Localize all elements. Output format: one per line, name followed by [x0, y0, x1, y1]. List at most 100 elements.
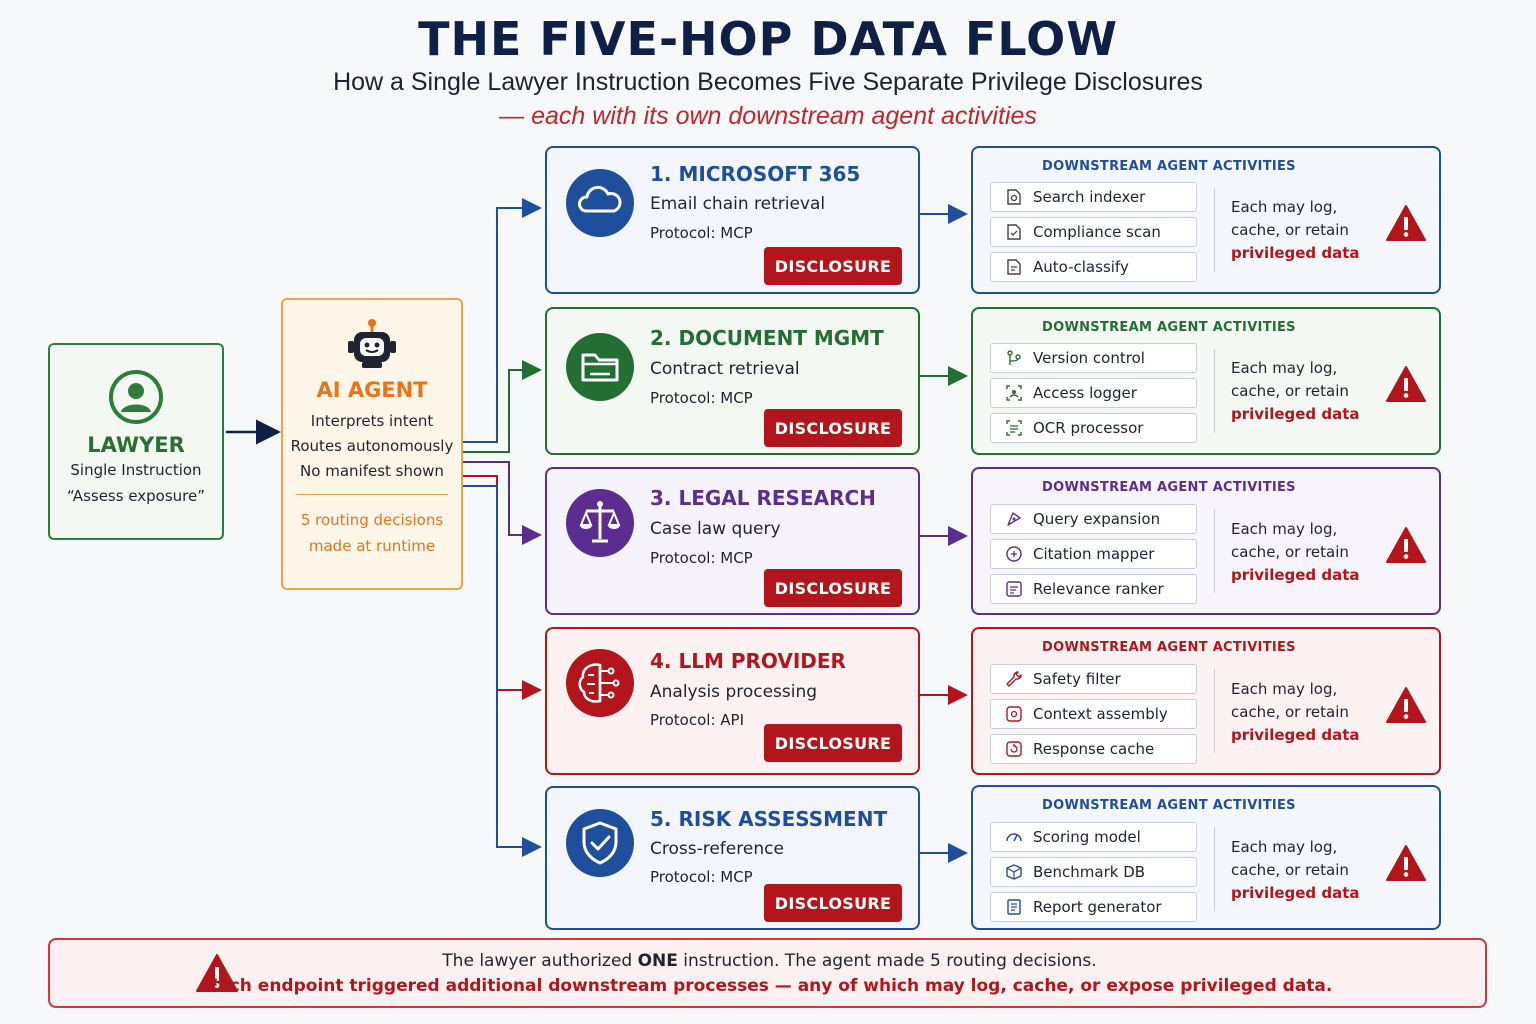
query-icon — [1007, 512, 1021, 526]
downstream-card-3: DOWNSTREAM AGENT ACTIVITIES Query expans… — [971, 467, 1441, 615]
ocr-icon — [1006, 420, 1022, 436]
wrench-icon — [1006, 671, 1022, 687]
downstream-item-label: Compliance scan — [1033, 223, 1161, 241]
assembly-icon — [1006, 706, 1022, 722]
search-doc-icon — [1007, 189, 1021, 205]
scan-icon — [1007, 224, 1021, 240]
summary-line-1: The lawyer authorized ONE instruction. T… — [50, 951, 1489, 971]
note-line-3: privileged data — [1231, 884, 1360, 902]
hop-subtitle: Analysis processing — [650, 682, 818, 702]
summary-line-1-pre: The lawyer authorized — [442, 951, 638, 971]
hop-subtitle: Contract retrieval — [650, 359, 800, 379]
note-line-2: cache, or retain — [1231, 861, 1349, 879]
lawyer-node: LAWYER Single Instruction “Assess exposu… — [48, 343, 224, 540]
hop-subtitle: Email chain retrieval — [650, 194, 826, 214]
hop-protocol: Protocol: MCP — [650, 224, 753, 242]
classify-icon — [1007, 259, 1021, 275]
user-icon — [108, 369, 164, 425]
downstream-item: Scoring model — [990, 822, 1197, 852]
downstream-note: Each may log, cache, or retain privilege… — [1231, 836, 1360, 905]
downstream-item: Access logger — [990, 378, 1197, 408]
agent-node: AI AGENT Interprets intent Routes autono… — [281, 298, 463, 590]
downstream-item-label: Auto-classify — [1033, 258, 1129, 276]
hop-title: 3. LEGAL RESEARCH — [650, 486, 876, 510]
warning-icon — [1386, 527, 1426, 563]
downstream-item: Context assembly — [990, 699, 1197, 729]
note-line-2: cache, or retain — [1231, 221, 1349, 239]
note-line-1: Each may log, — [1231, 680, 1338, 698]
downstream-card-1: DOWNSTREAM AGENT ACTIVITIES Search index… — [971, 146, 1441, 294]
downstream-divider — [1214, 669, 1215, 753]
arrow-agent-hop4 — [463, 475, 542, 700]
note-line-3: privileged data — [1231, 405, 1360, 423]
downstream-item: Safety filter — [990, 664, 1197, 694]
lawyer-line-2: “Assess exposure” — [66, 487, 206, 505]
summary-line-1-bold: ONE — [637, 951, 678, 971]
agent-line-1: Interprets intent — [310, 412, 434, 430]
downstream-item: Benchmark DB — [990, 857, 1197, 887]
downstream-item-label: OCR processor — [1033, 419, 1144, 437]
note-line-2: cache, or retain — [1231, 543, 1349, 561]
agent-divider — [296, 494, 448, 495]
diagram-subtitle: How a Single Lawyer Instruction Becomes … — [333, 68, 1203, 96]
hop-card-llm-provider: 4. LLM PROVIDER Analysis processing Prot… — [545, 627, 920, 775]
hop-card-legal-research: 3. LEGAL RESEARCH Case law query Protoco… — [545, 467, 920, 615]
downstream-item-label: Response cache — [1033, 740, 1155, 758]
disclosure-badge: DISCLOSURE — [764, 569, 902, 607]
downstream-item-label: Query expansion — [1033, 510, 1161, 528]
diagram-title: THE FIVE-HOP DATA FLOW — [418, 12, 1118, 66]
lawyer-line-1: Single Instruction — [70, 461, 202, 479]
note-line-3: privileged data — [1231, 726, 1360, 744]
folder-icon — [566, 333, 634, 401]
hop-protocol: Protocol: MCP — [650, 549, 753, 567]
arrow-agent-hop3 — [463, 461, 542, 545]
downstream-item-label: Relevance ranker — [1033, 580, 1164, 598]
arrow-agent-hop1 — [463, 198, 542, 443]
hop-card-document-mgmt: 2. DOCUMENT MGMT Contract retrieval Prot… — [545, 307, 920, 455]
hop-title: 5. RISK ASSESSMENT — [650, 807, 888, 831]
downstream-title: DOWNSTREAM AGENT ACTIVITIES — [1042, 159, 1296, 174]
note-line-1: Each may log, — [1231, 198, 1338, 216]
warning-icon — [1386, 845, 1426, 881]
note-line-1: Each may log, — [1231, 838, 1338, 856]
warning-icon — [1386, 205, 1426, 241]
scales-icon — [566, 489, 634, 557]
report-icon — [1007, 899, 1021, 915]
warning-icon — [1386, 687, 1426, 723]
arrow-agent-hop2 — [463, 360, 542, 453]
agent-note-2: made at runtime — [308, 537, 436, 555]
note-line-2: cache, or retain — [1231, 703, 1349, 721]
hop-protocol: Protocol: API — [650, 711, 744, 729]
downstream-item: Citation mapper — [990, 539, 1197, 569]
downstream-item: Auto-classify — [990, 252, 1197, 282]
hop-protocol: Protocol: MCP — [650, 389, 753, 407]
summary-banner: The lawyer authorized ONE instruction. T… — [48, 938, 1487, 1008]
downstream-card-5: DOWNSTREAM AGENT ACTIVITIES Scoring mode… — [971, 785, 1441, 930]
note-line-1: Each may log, — [1231, 520, 1338, 538]
summary-line-1-post: instruction. The agent made 5 routing de… — [677, 951, 1097, 971]
downstream-divider — [1214, 188, 1215, 272]
arrow-agent-hop5 — [463, 485, 542, 857]
hop-title: 1. MICROSOFT 365 — [650, 162, 861, 186]
downstream-item-label: Scoring model — [1033, 828, 1141, 846]
downstream-title: DOWNSTREAM AGENT ACTIVITIES — [1042, 480, 1296, 495]
downstream-item-label: Search indexer — [1033, 188, 1146, 206]
downstream-item: Response cache — [990, 734, 1197, 764]
disclosure-badge: DISCLOSURE — [764, 724, 902, 762]
agent-note-1: 5 routing decisions — [300, 511, 444, 529]
ranker-icon — [1006, 581, 1022, 597]
cache-icon — [1006, 741, 1022, 757]
note-line-3: privileged data — [1231, 244, 1360, 262]
downstream-card-2: DOWNSTREAM AGENT ACTIVITIES Version cont… — [971, 307, 1441, 455]
downstream-note: Each may log, cache, or retain privilege… — [1231, 357, 1360, 426]
agent-line-3: No manifest shown — [300, 462, 444, 480]
downstream-item: Report generator — [990, 892, 1197, 922]
downstream-item-label: Report generator — [1033, 898, 1162, 916]
downstream-title: DOWNSTREAM AGENT ACTIVITIES — [1042, 320, 1296, 335]
downstream-note: Each may log, cache, or retain privilege… — [1231, 518, 1360, 587]
downstream-item-label: Safety filter — [1033, 670, 1121, 688]
hop-protocol: Protocol: MCP — [650, 868, 753, 886]
citation-icon — [1006, 546, 1022, 562]
hop-title: 2. DOCUMENT MGMT — [650, 326, 884, 350]
database-icon — [1006, 864, 1022, 880]
